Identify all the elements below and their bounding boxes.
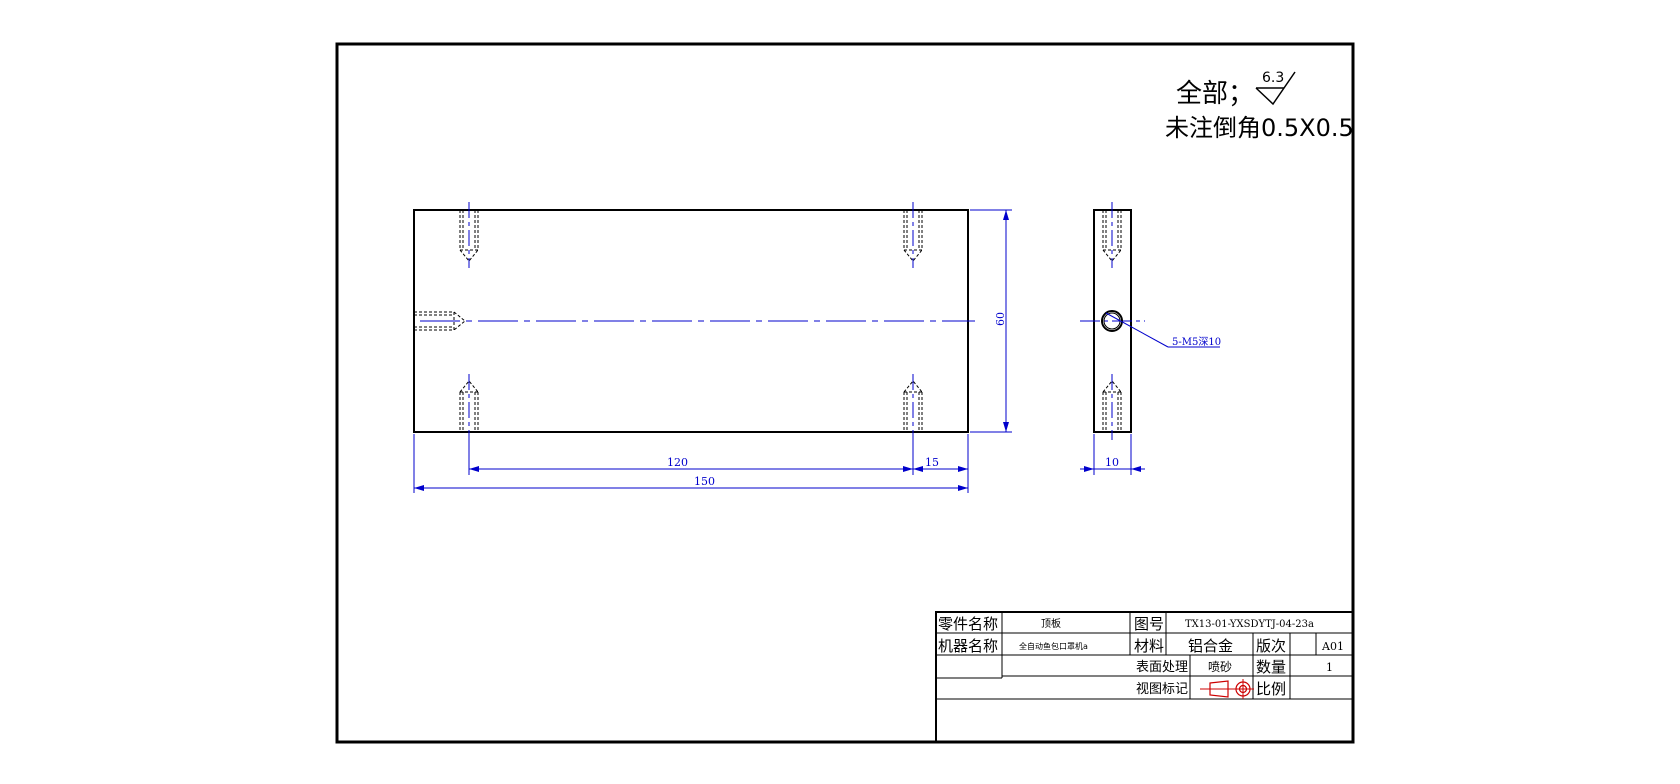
surface-treatment-label: 表面处理 — [1136, 660, 1188, 675]
threaded-hole — [903, 202, 923, 268]
front-view: 60 120 15 150 — [413, 202, 1012, 493]
version-label: 版次 — [1256, 637, 1286, 655]
hole-spacing-label: 120 — [667, 456, 688, 469]
machine-name-value: 全自动鱼包口罩机a — [1019, 641, 1088, 651]
quantity-value: 1 — [1326, 661, 1333, 674]
machine-name-label: 机器名称 — [938, 637, 998, 655]
side-threaded-hole — [414, 311, 466, 331]
view-mark-label: 视图标记 — [1136, 682, 1188, 697]
threaded-hole — [459, 202, 479, 268]
thickness-label: 10 — [1105, 456, 1119, 469]
surface-note-prefix: 全部； — [1176, 79, 1254, 109]
edge-offset-label: 15 — [925, 456, 939, 469]
hole-spacing-dimension: 120 15 — [468, 434, 969, 493]
roughness-value: 6.3 — [1262, 70, 1284, 86]
total-length-label: 150 — [694, 475, 715, 488]
sheet-border — [335, 42, 1355, 744]
version-value: A01 — [1321, 640, 1344, 653]
threaded-hole — [903, 374, 923, 440]
total-length-dimension: 150 — [413, 434, 968, 493]
projection-symbol — [1200, 679, 1254, 699]
material-label: 材料 — [1134, 637, 1164, 655]
surface-treatment-value: 喷砂 — [1208, 660, 1232, 674]
chamfer-note: 未注倒角0.5X0.5 — [1165, 114, 1354, 142]
hole-callout-leader — [1105, 312, 1169, 348]
threaded-hole — [459, 374, 479, 440]
side-view: 5-M5深10 10 — [1080, 202, 1221, 475]
height-dimension-label: 60 — [994, 312, 1007, 326]
scale-label: 比例 — [1256, 680, 1286, 698]
material-value: 铝合金 — [1188, 637, 1233, 655]
side-hole-circle — [1101, 310, 1123, 332]
part-name-value: 顶板 — [1041, 617, 1061, 630]
drawing-no-value: TX13-01-YXSDYTJ-04-23a — [1185, 619, 1314, 630]
roughness-symbol: 6.3 — [1255, 70, 1296, 106]
hole-callout-label: 5-M5深10 — [1172, 336, 1221, 348]
title-block: 零件名称 顶板 图号 TX13-01-YXSDYTJ-04-23a 机器名称 全… — [935, 611, 1354, 743]
height-dimension: 60 — [970, 209, 1012, 433]
drawing-no-label: 图号 — [1134, 615, 1164, 633]
part-name-label: 零件名称 — [938, 615, 998, 633]
quantity-label: 数量 — [1256, 658, 1286, 676]
